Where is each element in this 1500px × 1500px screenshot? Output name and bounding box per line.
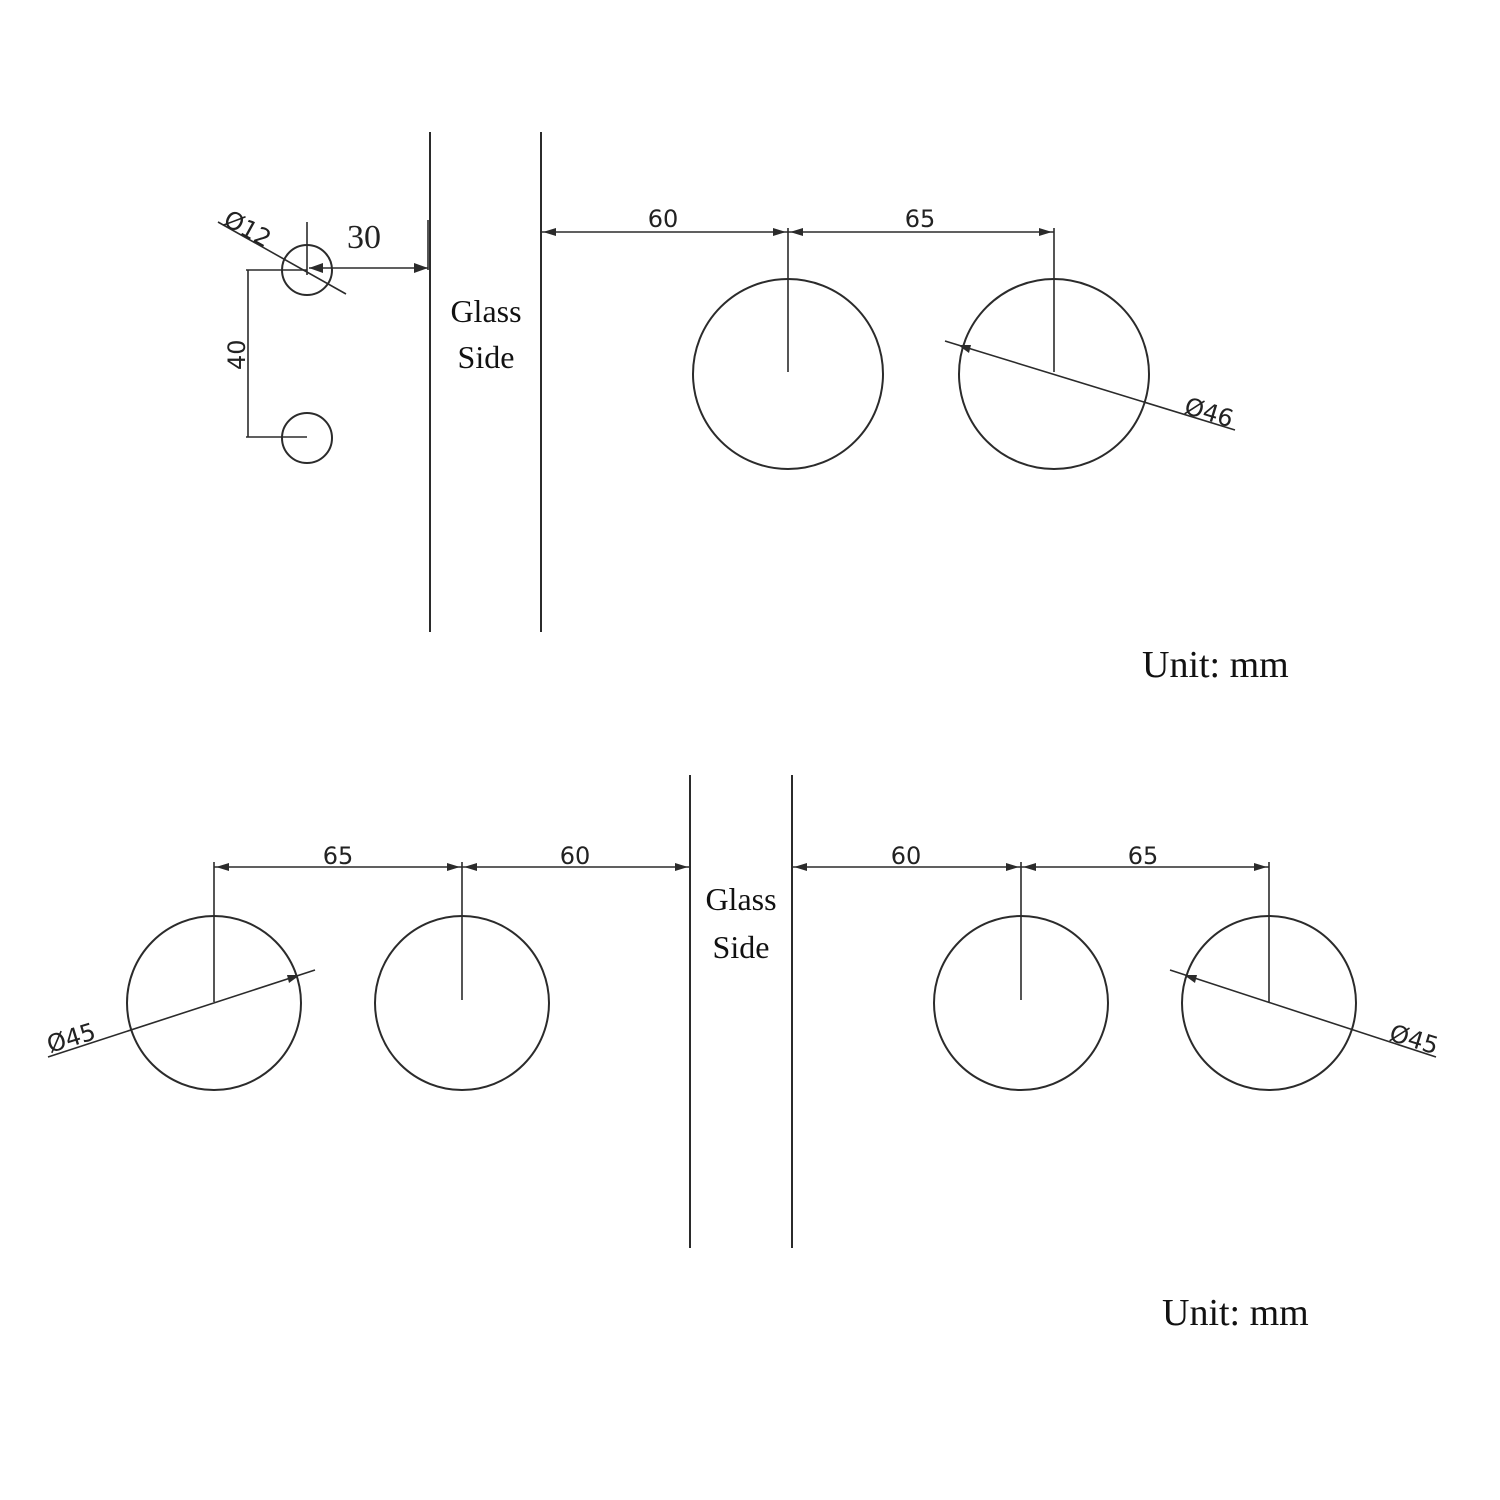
dim30-label: 30 [347, 219, 381, 256]
left-dim60-arrow-left [464, 863, 477, 871]
top-unit-label: Unit: mm [1142, 644, 1289, 686]
left-dim65-arrow-right [447, 863, 460, 871]
dim30-arrow-right [414, 263, 428, 273]
right-d45-leader [1169, 969, 1437, 1058]
right-d45-arrow [1184, 975, 1197, 983]
left-dim60-arrow-right [675, 863, 688, 871]
d46-arrow [958, 345, 971, 353]
dim30-arrow-left [309, 263, 323, 273]
d46-leader [944, 340, 1236, 431]
left-dim65-label: 65 [323, 842, 354, 870]
left-dim65-arrow-left [216, 863, 229, 871]
top-drawing: Ø12 30 40 Glass Side 60 65 Ø46 Unit: [217, 132, 1289, 686]
d12-leader [217, 221, 347, 295]
glass-label-line1: Glass [450, 293, 521, 329]
bottom-drawing: Glass Side 65 60 Ø45 60 65 Ø45 [44, 775, 1442, 1334]
right-dim65-arrow-right [1254, 863, 1267, 871]
right-dim60-label: 60 [891, 842, 922, 870]
d12-label: Ø12 [219, 205, 276, 253]
left-d45-leader [47, 969, 316, 1058]
right-dim65-arrow-left [1023, 863, 1036, 871]
bottom-glass-label-line2: Side [713, 929, 770, 965]
right-dim60-arrow-left [794, 863, 807, 871]
top-dim65-label: 65 [905, 205, 936, 233]
dim40-label: 40 [223, 339, 251, 370]
right-dim60-arrow-right [1006, 863, 1019, 871]
top-dim60-label: 60 [648, 205, 679, 233]
dim65-arrow-right [1039, 228, 1052, 236]
dim60-arrow-left [543, 228, 556, 236]
small-hole-lower [281, 412, 333, 464]
dim65-arrow-left [790, 228, 803, 236]
left-d45-label: Ø45 [44, 1018, 99, 1059]
bottom-unit-label: Unit: mm [1162, 1292, 1309, 1334]
glass-label-line2: Side [458, 339, 515, 375]
right-dim65-label: 65 [1128, 842, 1159, 870]
left-dim60-label: 60 [560, 842, 591, 870]
bottom-glass-label-line1: Glass [705, 881, 776, 917]
dim60-arrow-right [773, 228, 786, 236]
d46-label: Ø46 [1181, 392, 1236, 433]
right-d45-label: Ø45 [1386, 1019, 1441, 1060]
left-d45-arrow [287, 975, 300, 983]
